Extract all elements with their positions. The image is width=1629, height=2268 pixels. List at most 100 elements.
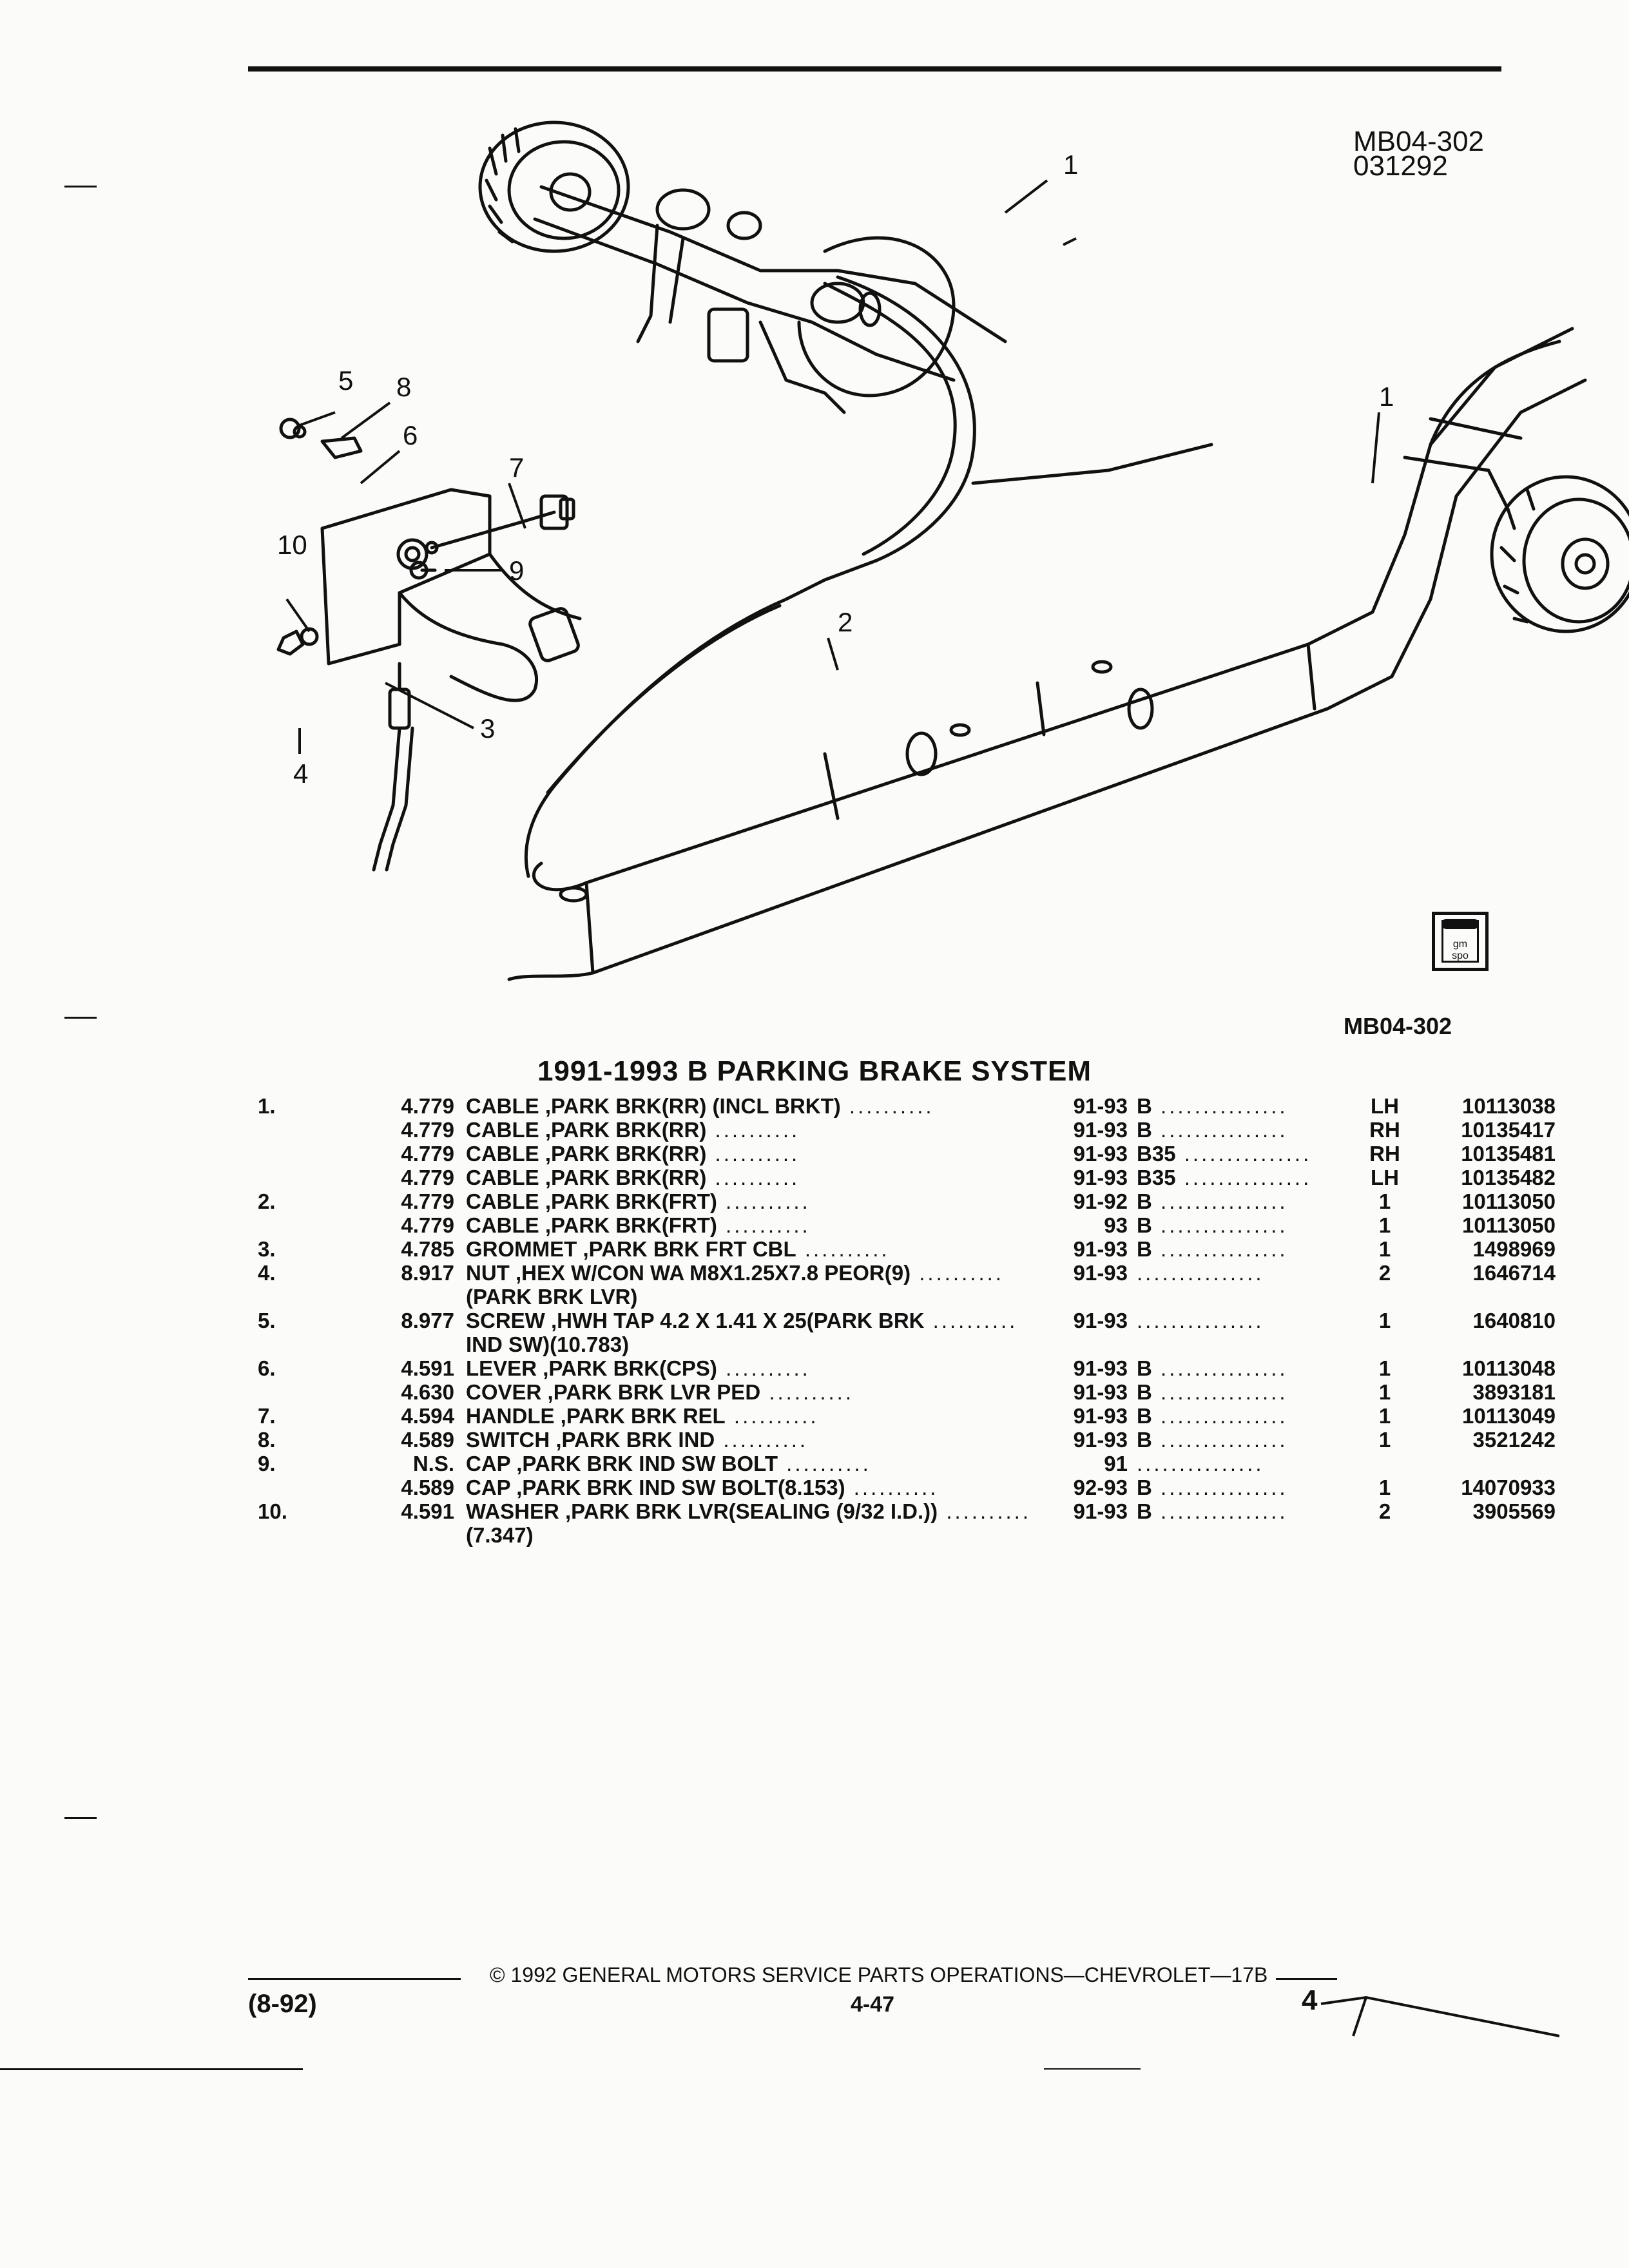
bottom-scan-line bbox=[0, 2068, 303, 2070]
illustration-code bbox=[332, 1523, 466, 1547]
part-number: 10113038 bbox=[1414, 1094, 1556, 1118]
model-years: 91-93 bbox=[1031, 1356, 1137, 1380]
series-code: B ............... bbox=[1137, 1428, 1356, 1452]
page-number: 4-47 bbox=[851, 1992, 895, 2017]
illustration-code: 4.785 bbox=[332, 1237, 466, 1261]
part-number: 10113050 bbox=[1414, 1189, 1556, 1213]
table-row: (7.347) bbox=[258, 1523, 1556, 1547]
part-number: 1498969 bbox=[1414, 1237, 1556, 1261]
bottom-scan-line-2 bbox=[1044, 2068, 1141, 2070]
item-number-text: 4. bbox=[258, 1261, 276, 1285]
illustration-code-text: 4.779 bbox=[401, 1094, 454, 1118]
illustration-code: 8.977 bbox=[332, 1309, 466, 1332]
illustration-code: 4.591 bbox=[332, 1499, 466, 1523]
item-number-text: 5. bbox=[258, 1309, 276, 1332]
series-code: B ............... bbox=[1137, 1356, 1356, 1380]
dot-leader: ............... bbox=[1137, 1452, 1264, 1475]
dot-leader: ............... bbox=[1137, 1261, 1264, 1285]
part-description-text: SWITCH ,PARK BRK IND bbox=[466, 1428, 715, 1452]
model-years: 91 bbox=[1031, 1452, 1137, 1475]
item-number: 8. bbox=[258, 1428, 332, 1452]
series-code bbox=[1137, 1523, 1356, 1547]
dot-leader: .......... bbox=[706, 1118, 800, 1142]
illustration-code: 4.779 bbox=[332, 1118, 466, 1142]
item-number: 9. bbox=[258, 1452, 332, 1475]
quantity: 1 bbox=[1356, 1356, 1414, 1380]
part-number-text: 1498969 bbox=[1472, 1237, 1556, 1261]
illustration-code-text: 4.779 bbox=[401, 1213, 454, 1237]
quantity-text: 1 bbox=[1378, 1428, 1391, 1452]
part-description: CABLE ,PARK BRK(FRT) .......... bbox=[466, 1213, 1031, 1237]
part-number-text: 10113038 bbox=[1462, 1094, 1556, 1118]
quantity: 1 bbox=[1356, 1189, 1414, 1213]
quantity: 1 bbox=[1356, 1309, 1414, 1332]
logo-text: gm spo bbox=[1441, 920, 1479, 963]
quantity: 1 bbox=[1356, 1404, 1414, 1428]
dot-leader: .......... bbox=[725, 1404, 819, 1428]
series-code-text: B bbox=[1137, 1499, 1152, 1523]
dot-leader: ............... bbox=[1152, 1428, 1288, 1452]
exploded-view-drawing: 1 1 2 3 4 5 6 7 8 9 10 bbox=[276, 120, 1629, 981]
table-row: 9.N.S.CAP ,PARK BRK IND SW BOLT ........… bbox=[258, 1452, 1556, 1475]
quantity-text: 2 bbox=[1378, 1261, 1391, 1285]
model-years-text: 91-93 bbox=[1073, 1166, 1128, 1189]
part-number: 10113050 bbox=[1414, 1213, 1556, 1237]
part-description: CABLE ,PARK BRK(RR) .......... bbox=[466, 1118, 1031, 1142]
part-description: NUT ,HEX W/CON WA M8X1.25X7.8 PEOR(9) ..… bbox=[466, 1261, 1031, 1285]
illustration-code bbox=[332, 1332, 466, 1356]
part-description: SCREW ,HWH TAP 4.2 X 1.41 X 25(PARK BRK … bbox=[466, 1309, 1031, 1332]
part-description: CABLE ,PARK BRK(RR) .......... bbox=[466, 1166, 1031, 1189]
callout-2: 2 bbox=[838, 607, 853, 637]
series-code-text: B35 bbox=[1137, 1142, 1176, 1166]
item-number bbox=[258, 1118, 332, 1142]
model-years: 91-93 bbox=[1031, 1237, 1137, 1261]
dot-leader: .......... bbox=[938, 1499, 1032, 1523]
part-number-text: 1646714 bbox=[1472, 1261, 1556, 1285]
dot-leader: ............... bbox=[1175, 1142, 1312, 1166]
dot-leader: ............... bbox=[1152, 1118, 1288, 1142]
item-number-text: 6. bbox=[258, 1356, 276, 1380]
model-years-text: 91-93 bbox=[1073, 1237, 1128, 1261]
dot-leader: ............... bbox=[1175, 1166, 1312, 1189]
quantity-text: 1 bbox=[1378, 1213, 1391, 1237]
series-code-text: B bbox=[1137, 1475, 1152, 1499]
part-number: 3521242 bbox=[1414, 1428, 1556, 1452]
dot-leader: .......... bbox=[760, 1380, 854, 1404]
footer-rule-left bbox=[248, 1978, 461, 1980]
callout-7: 7 bbox=[509, 452, 524, 483]
quantity-text: 1 bbox=[1378, 1404, 1391, 1428]
model-years bbox=[1031, 1523, 1137, 1547]
table-row: (PARK BRK LVR) bbox=[258, 1285, 1556, 1309]
series-code-text: B35 bbox=[1137, 1166, 1176, 1189]
item-number bbox=[258, 1523, 332, 1547]
dot-leader: .......... bbox=[911, 1261, 1004, 1285]
series-code-text: B bbox=[1137, 1189, 1152, 1213]
illustration-code-text: 4.779 bbox=[401, 1166, 454, 1189]
margin-mark-1 bbox=[64, 186, 97, 187]
illustration-code-text: 4.591 bbox=[401, 1499, 454, 1523]
callout-6: 6 bbox=[403, 420, 418, 450]
dot-leader: ............... bbox=[1152, 1094, 1288, 1118]
series-code: B ............... bbox=[1137, 1475, 1356, 1499]
model-years: 91-93 bbox=[1031, 1166, 1137, 1189]
quantity: 1 bbox=[1356, 1237, 1414, 1261]
series-code bbox=[1137, 1285, 1356, 1309]
callout-3: 3 bbox=[480, 713, 495, 744]
illustration-code-text: 4.589 bbox=[401, 1428, 454, 1452]
part-description-text: HANDLE ,PARK BRK REL bbox=[466, 1404, 726, 1428]
quantity bbox=[1356, 1523, 1414, 1547]
part-number-text: 10113049 bbox=[1462, 1404, 1556, 1428]
dot-leader: .......... bbox=[717, 1213, 811, 1237]
dot-leader: ............... bbox=[1152, 1213, 1288, 1237]
item-number-text: 10. bbox=[258, 1499, 287, 1523]
part-description: GROMMET ,PARK BRK FRT CBL .......... bbox=[466, 1237, 1031, 1261]
item-number: 10. bbox=[258, 1499, 332, 1523]
part-number-text: 14070933 bbox=[1461, 1475, 1556, 1499]
part-number-text: 3905569 bbox=[1472, 1499, 1556, 1523]
dot-leader: .......... bbox=[845, 1475, 939, 1499]
